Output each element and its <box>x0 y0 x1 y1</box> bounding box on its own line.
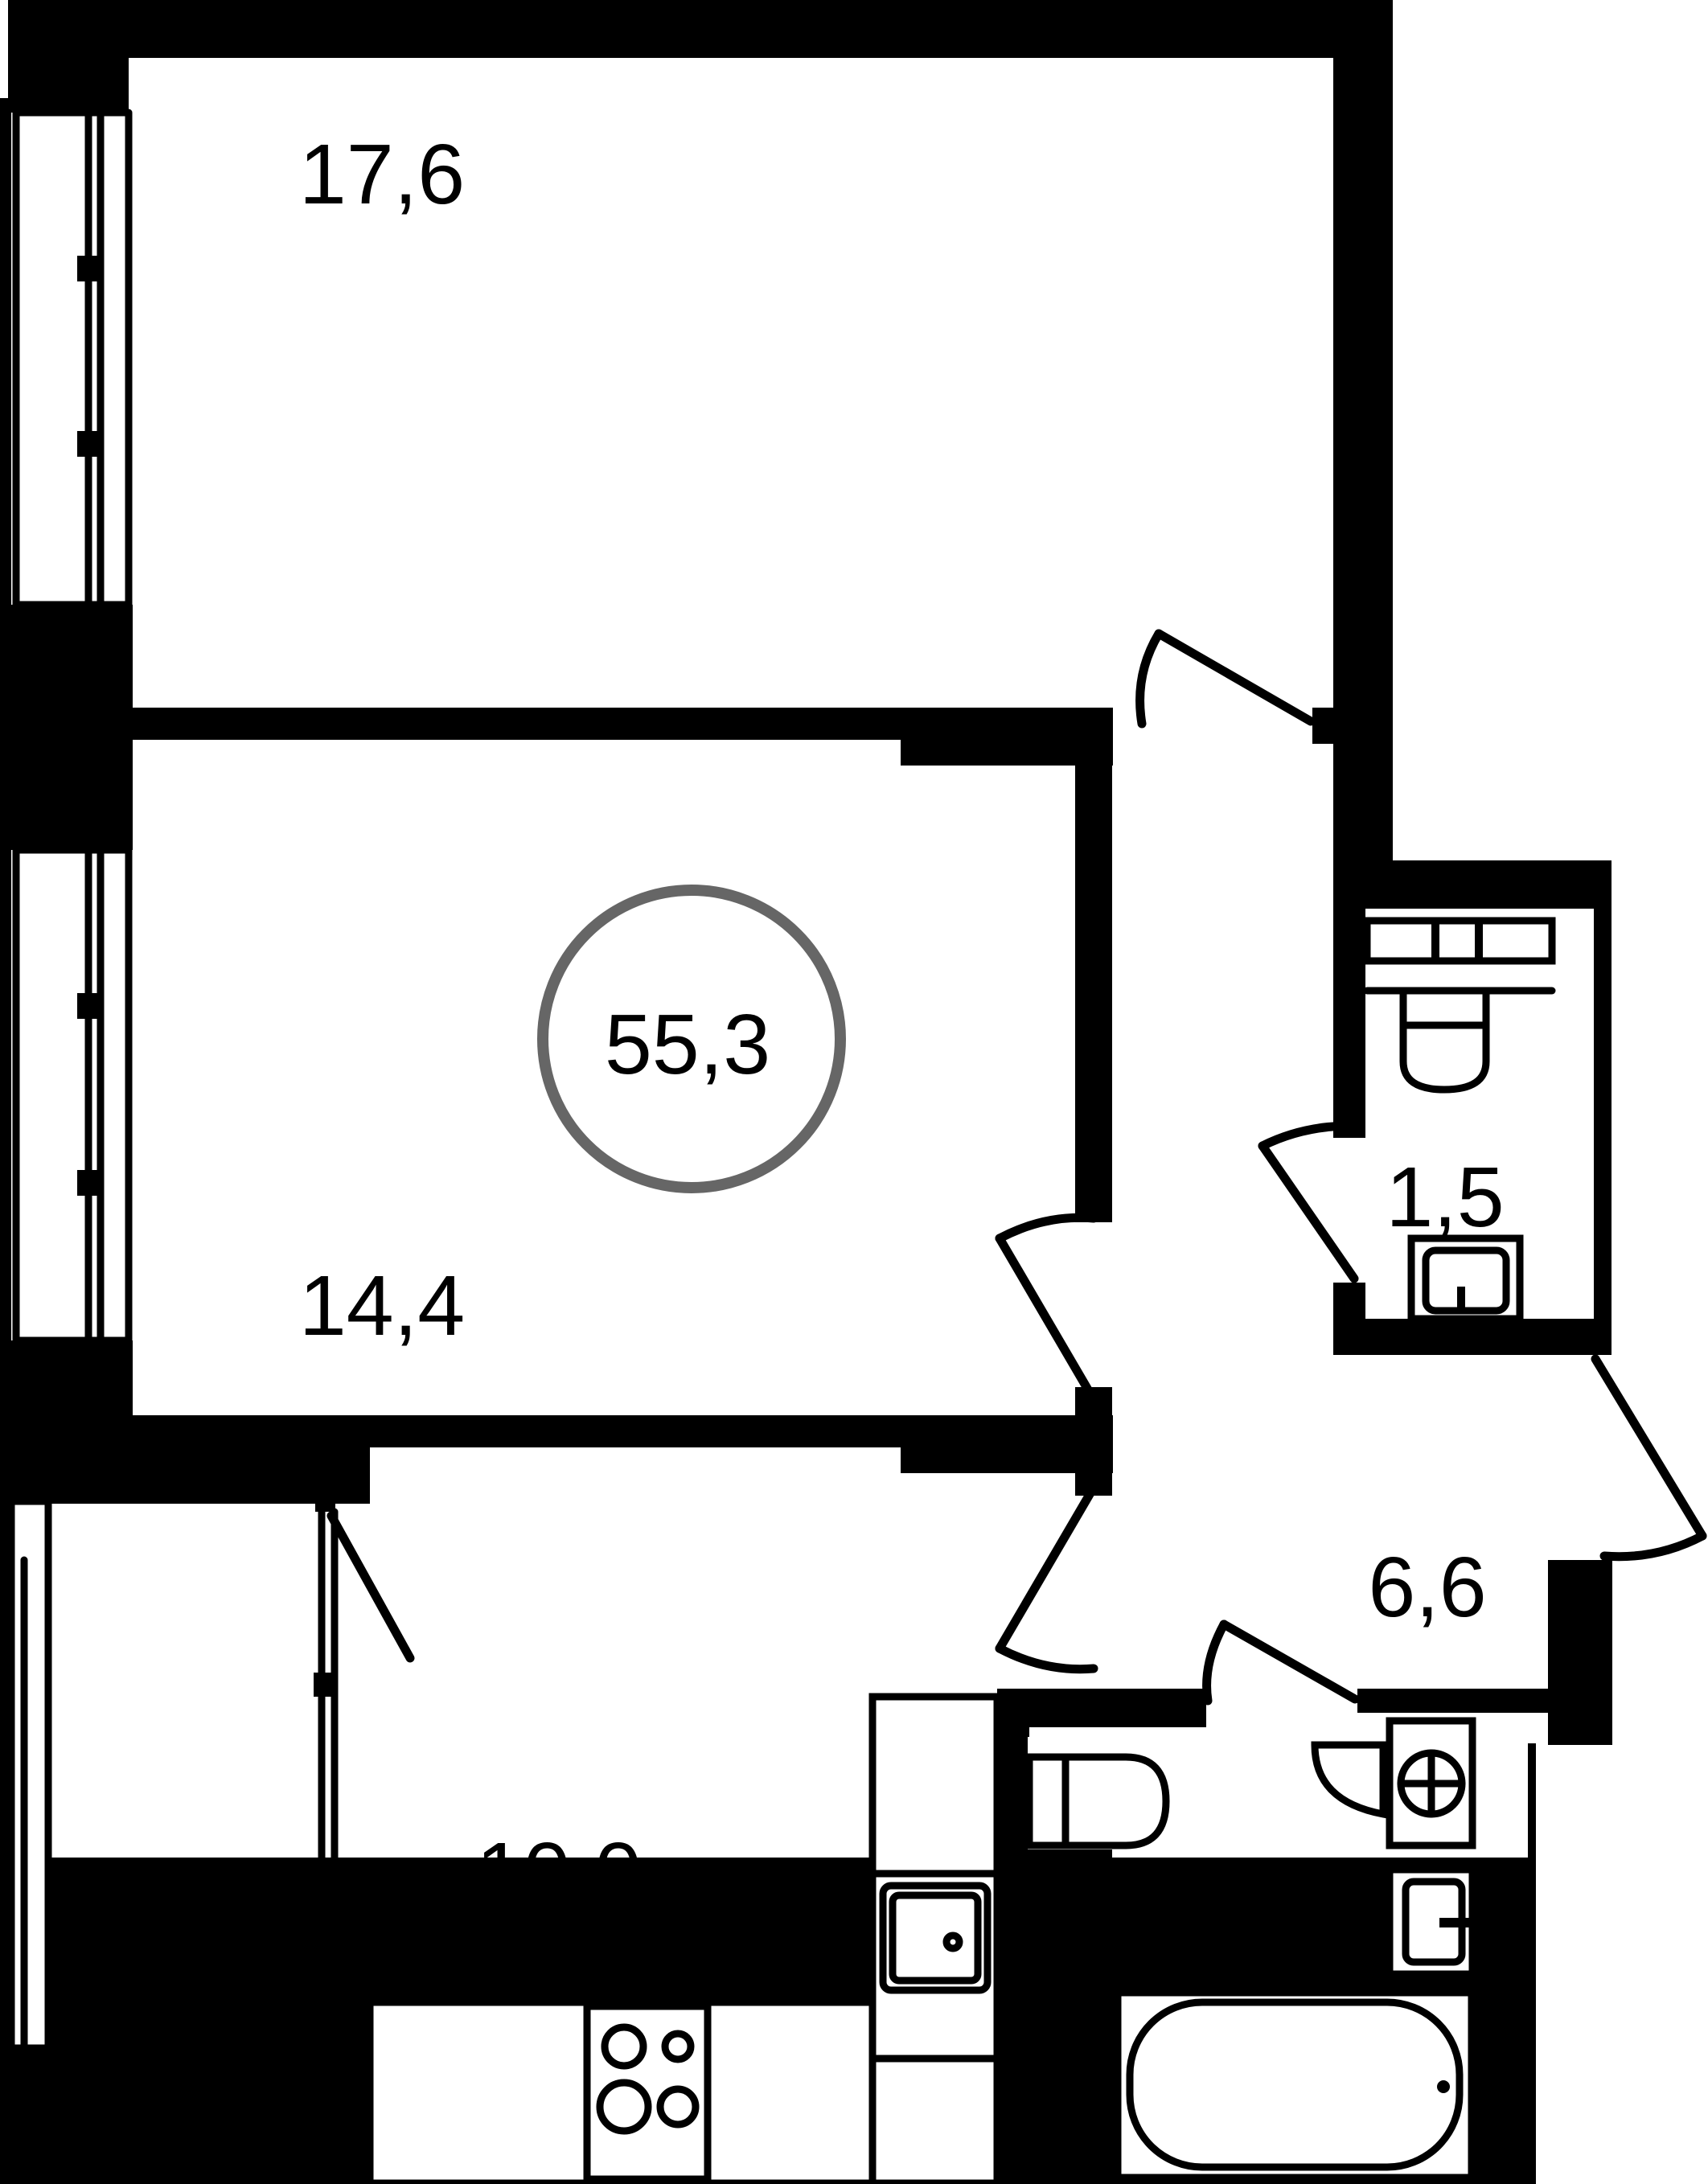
room-area-living-room: 14,4 <box>299 1258 465 1353</box>
room-area-hallway: 6,6 <box>1368 1540 1486 1635</box>
bathroom-fixtures <box>1025 1717 1476 2182</box>
total-area-badge: 55,3 <box>537 885 846 1193</box>
room-area-kitchen: 10,0 <box>476 1825 642 1920</box>
room-area-bedroom: 17,6 <box>299 127 465 222</box>
interior-walls <box>48 708 1612 2183</box>
balcony-door <box>314 1508 415 1870</box>
room-area-balcony: 1,5 <box>128 1984 246 2079</box>
total-area-ring <box>537 885 846 1193</box>
window-balcony <box>7 1497 52 2052</box>
doors <box>995 629 1707 1706</box>
window-living-room <box>12 846 133 1344</box>
room-area-toilet: 1,5 <box>1386 1150 1504 1245</box>
total-area-value: 55,3 <box>605 997 770 1092</box>
kitchen-fixtures <box>366 1693 1001 2184</box>
room-labels: 17,6 14,4 10,0 1,5 6,6 1,5 3,7 <box>128 127 1504 2079</box>
window-bedroom <box>12 109 133 609</box>
toilet-fixtures <box>1363 917 1556 1323</box>
exterior-walls <box>0 0 1612 2184</box>
room-area-bathroom: 3,7 <box>1195 1858 1313 1952</box>
